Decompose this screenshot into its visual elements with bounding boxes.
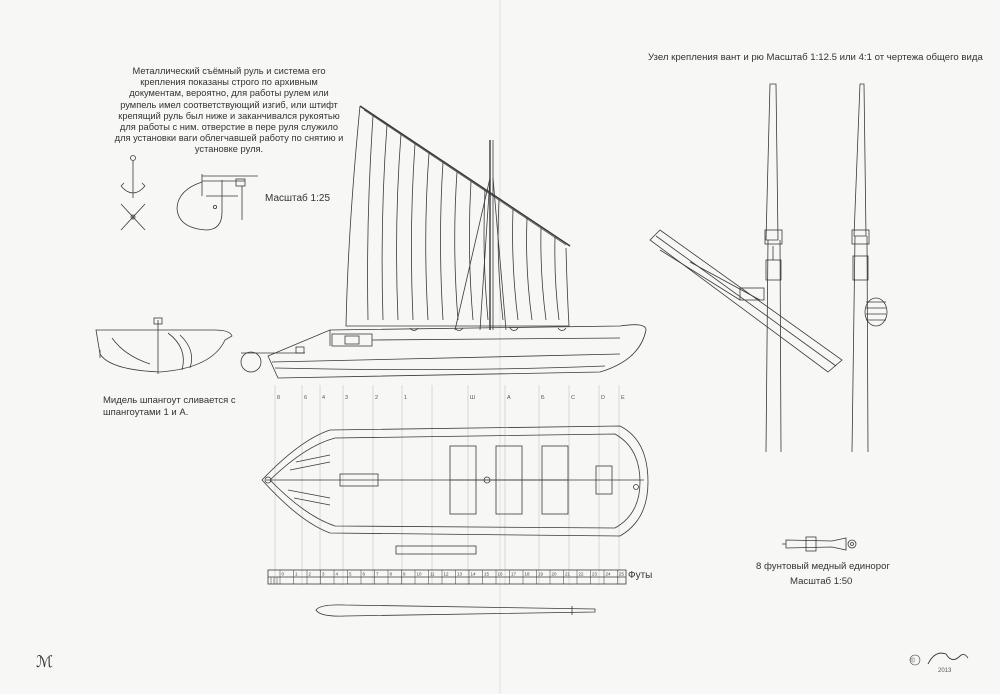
scale-tick-label: 12 xyxy=(444,572,450,577)
mast-detail-right xyxy=(851,83,888,453)
station-label: С xyxy=(571,395,575,401)
station-label: 1 xyxy=(404,395,407,401)
scale-tick-label: 2 xyxy=(309,572,312,577)
scale-tick-label: 20 xyxy=(552,572,558,577)
lateen-sail xyxy=(345,105,571,327)
station-labels: 8 6 4 3 2 1 Ш А Б С D E xyxy=(277,395,625,401)
station-label: 6 xyxy=(304,395,307,401)
scale-tick-label: 5 xyxy=(349,572,352,577)
scale-tick-label: 0 xyxy=(282,572,285,577)
hull-profile xyxy=(240,324,647,379)
feet-label: Футы xyxy=(628,570,653,581)
scale-tick-label: 21 xyxy=(565,572,571,577)
station-label: Б xyxy=(541,395,545,401)
scale-tick-label: 13 xyxy=(457,572,463,577)
scale-tick-label: 4 xyxy=(336,572,339,577)
rudder-note: Металлический съёмный руль и система его… xyxy=(114,66,344,155)
scale-tick-label: 14 xyxy=(471,572,477,577)
scale-tick-label: 18 xyxy=(525,572,531,577)
scale-tick-label: 15 xyxy=(484,572,490,577)
station-label: 8 xyxy=(277,395,280,401)
station-label: 3 xyxy=(345,395,348,401)
corner-monogram: ℳ xyxy=(36,652,54,671)
midship-section xyxy=(95,317,233,374)
yard-detail xyxy=(649,229,843,373)
station-label: Ш xyxy=(470,395,475,401)
scale-tick-label: 11 xyxy=(430,572,435,577)
midship-note: Мидель шпангоут сливается с шпангоутами … xyxy=(103,395,236,418)
scale-tick-label: 19 xyxy=(538,572,544,577)
oar-drawing xyxy=(315,604,596,617)
copyright-symbol: © xyxy=(911,658,916,665)
scale-tick-label: 6 xyxy=(363,572,366,577)
station-lines xyxy=(274,385,620,585)
mast-detail-left xyxy=(764,83,783,453)
scale-tick-label: 16 xyxy=(498,572,504,577)
signature-year: 2013 xyxy=(938,668,952,674)
rudder-plan-detail xyxy=(176,174,258,231)
scale-tick-label: 23 xyxy=(592,572,598,577)
scale-tick-label: 24 xyxy=(606,572,612,577)
scale-tick-label: 17 xyxy=(511,572,517,577)
author-signature xyxy=(909,652,969,666)
scale-tick-label: 3 xyxy=(322,572,325,577)
mast-and-stays xyxy=(454,140,507,331)
cannon-label: 8 фунтовый медный единорог xyxy=(756,561,890,572)
rudder-scale-label: Масштаб 1:25 xyxy=(265,193,331,204)
scale-tick-label: 1 xyxy=(295,572,298,577)
cannon-scale-label: Масштаб 1:50 xyxy=(790,576,853,587)
rigging-detail-title: Узел крепления вант и рю Масштаб 1:12.5 … xyxy=(648,52,983,63)
hull-plan xyxy=(261,425,649,555)
scale-tick-label: 25 xyxy=(619,572,625,577)
station-label: А xyxy=(507,395,511,401)
rudder-pintle-detail xyxy=(120,155,146,231)
scale-tick-label: 9 xyxy=(403,572,406,577)
scale-tick-label: 10 xyxy=(417,572,423,577)
station-label: D xyxy=(601,395,605,401)
scale-tick-label: 8 xyxy=(390,572,393,577)
station-label: 2 xyxy=(375,395,378,401)
station-label: 4 xyxy=(322,395,325,401)
cannon-drawing xyxy=(782,536,857,552)
scale-tick-label: 22 xyxy=(579,572,585,577)
scale-tick-label: 7 xyxy=(376,572,379,577)
station-label: E xyxy=(621,395,625,401)
